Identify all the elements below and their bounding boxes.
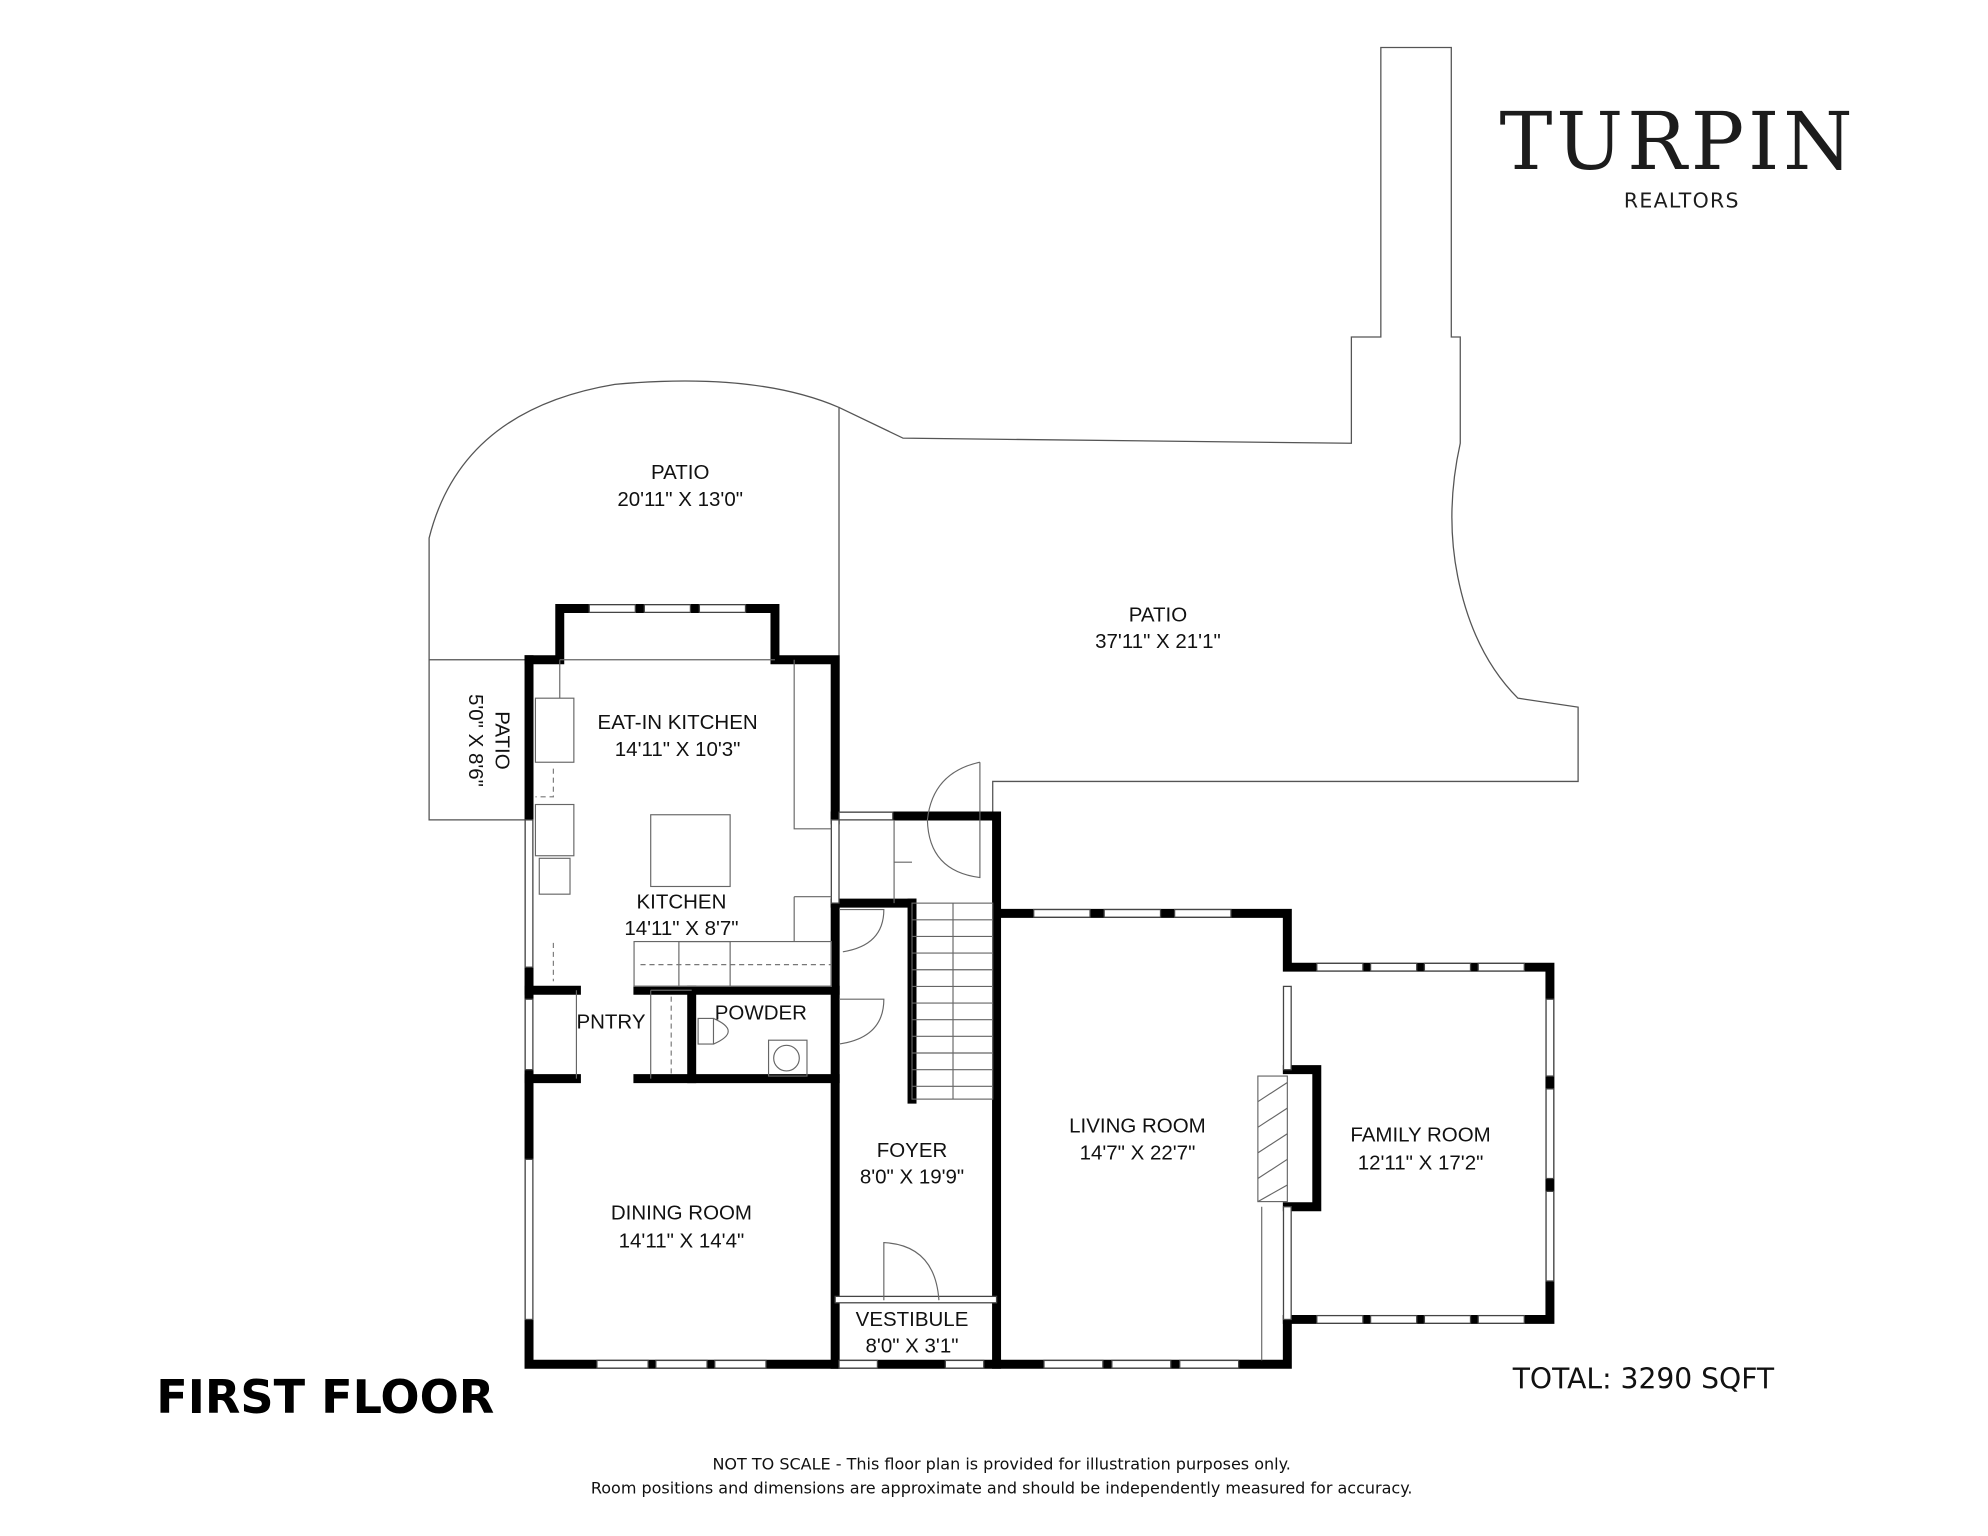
brand-subtitle: REALTORS bbox=[1624, 189, 1740, 213]
kitchen-counter bbox=[633, 940, 832, 987]
family-room-dims: 12'11" X 17'2" bbox=[1358, 1152, 1484, 1175]
eat-in-kitchen-dims: 14'11" X 10'3" bbox=[615, 738, 741, 761]
stove-icon bbox=[678, 940, 731, 987]
patio-small-dims: 5'0" X 8'6" bbox=[464, 694, 487, 787]
powder-door bbox=[838, 998, 885, 1045]
patio-left-dims: 20'11" X 13'0" bbox=[617, 488, 743, 511]
living-room-name: LIVING ROOM bbox=[1069, 1114, 1206, 1137]
patio-main-name: PATIO bbox=[1129, 603, 1187, 626]
brand-logo: TURPIN bbox=[1500, 95, 1857, 188]
patio-main-outline bbox=[838, 46, 1579, 814]
living-room-dims: 14'7" X 22'7" bbox=[1080, 1141, 1196, 1164]
pantry-name: PNTRY bbox=[576, 1011, 645, 1034]
vestibule-door bbox=[883, 1241, 940, 1301]
kitchen-dims: 14'11" X 8'7" bbox=[624, 917, 738, 940]
floor-title: FIRST FLOOR bbox=[156, 1370, 494, 1424]
patio-left-outline bbox=[428, 380, 840, 814]
patio-door bbox=[926, 761, 981, 879]
fireplace bbox=[1257, 1075, 1288, 1203]
family-room-name: FAMILY ROOM bbox=[1350, 1123, 1490, 1146]
eat-in-kitchen-name: EAT-IN KITCHEN bbox=[598, 711, 758, 734]
kitchen-name: KITCHEN bbox=[636, 890, 726, 913]
patio-left-name: PATIO bbox=[651, 461, 709, 484]
vestibule-dims: 8'0" X 3'1" bbox=[866, 1335, 959, 1358]
disclaimer-line-2: Room positions and dimensions are approx… bbox=[591, 1479, 1413, 1498]
total-area: TOTAL: 3290 SQFT bbox=[1512, 1363, 1775, 1396]
patio-small-name: PATIO bbox=[491, 711, 514, 769]
toilet-icon bbox=[697, 1017, 715, 1045]
patio-outlines bbox=[428, 46, 1579, 821]
foyer-name: FOYER bbox=[877, 1139, 948, 1162]
kitchen-island bbox=[650, 814, 731, 888]
dining-room-dims: 14'11" X 14'4" bbox=[619, 1230, 745, 1253]
windows bbox=[524, 604, 1555, 1369]
closet-door bbox=[839, 908, 885, 953]
fixtures bbox=[534, 659, 1288, 1361]
disclaimer-line-1: NOT TO SCALE - This floor plan is provid… bbox=[712, 1454, 1290, 1473]
patio-main-dims: 37'11" X 21'1" bbox=[1095, 630, 1221, 653]
room-labels: PATIO 20'11" X 13'0" PATIO 37'11" X 21'1… bbox=[464, 461, 1491, 1358]
powder-name: POWDER bbox=[715, 1002, 807, 1025]
dining-room-name: DINING ROOM bbox=[611, 1202, 752, 1225]
foyer-dims: 8'0" X 19'9" bbox=[860, 1166, 964, 1189]
staircase bbox=[911, 902, 994, 1100]
kitchen-sink bbox=[538, 857, 571, 895]
powder-sink bbox=[773, 1044, 800, 1072]
vestibule-name: VESTIBULE bbox=[856, 1308, 969, 1331]
